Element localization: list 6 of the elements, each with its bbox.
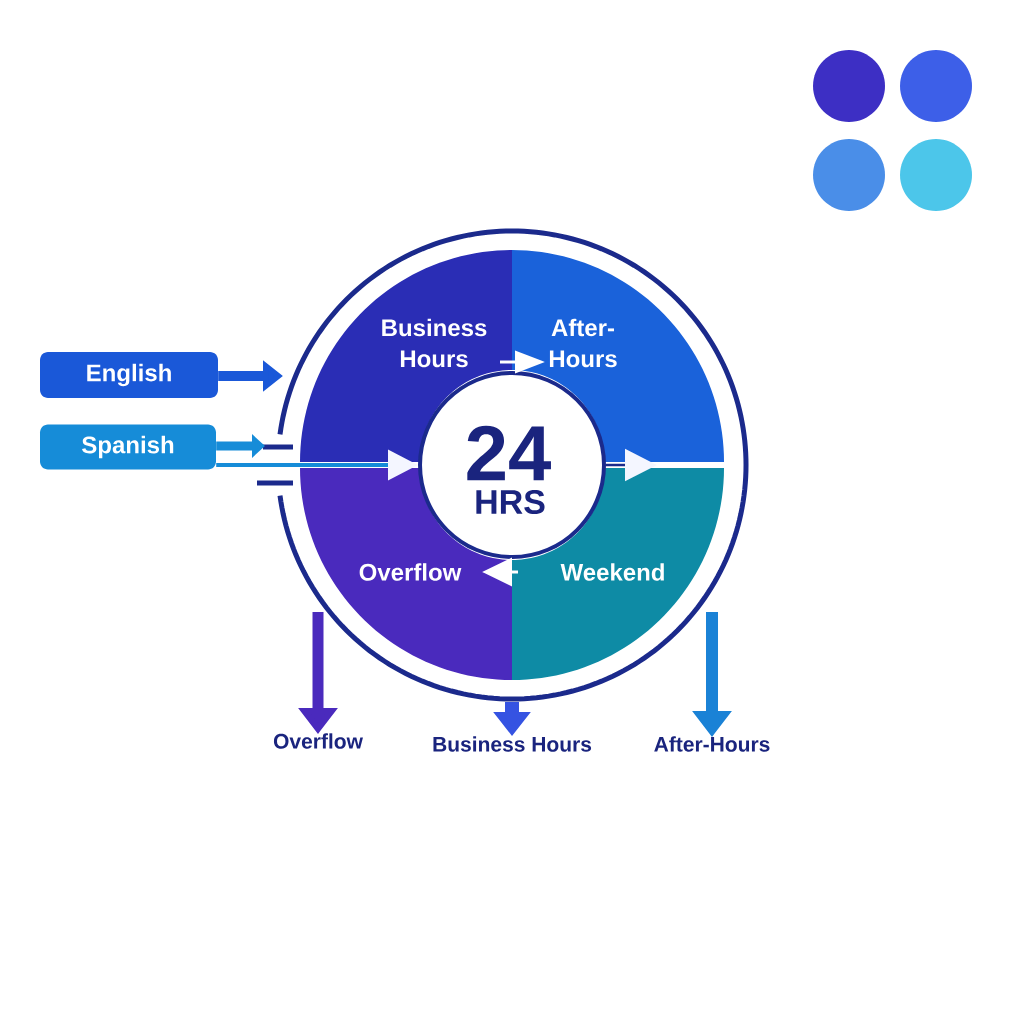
- text-label: Overflow: [273, 733, 363, 749]
- rounded-box: English: [40, 352, 218, 398]
- text-label: After-Hours: [654, 736, 770, 752]
- rounded-box: Spanish: [40, 424, 216, 470]
- text-label: Business Hours: [433, 736, 592, 752]
- outer-ring: [257, 228, 749, 702]
